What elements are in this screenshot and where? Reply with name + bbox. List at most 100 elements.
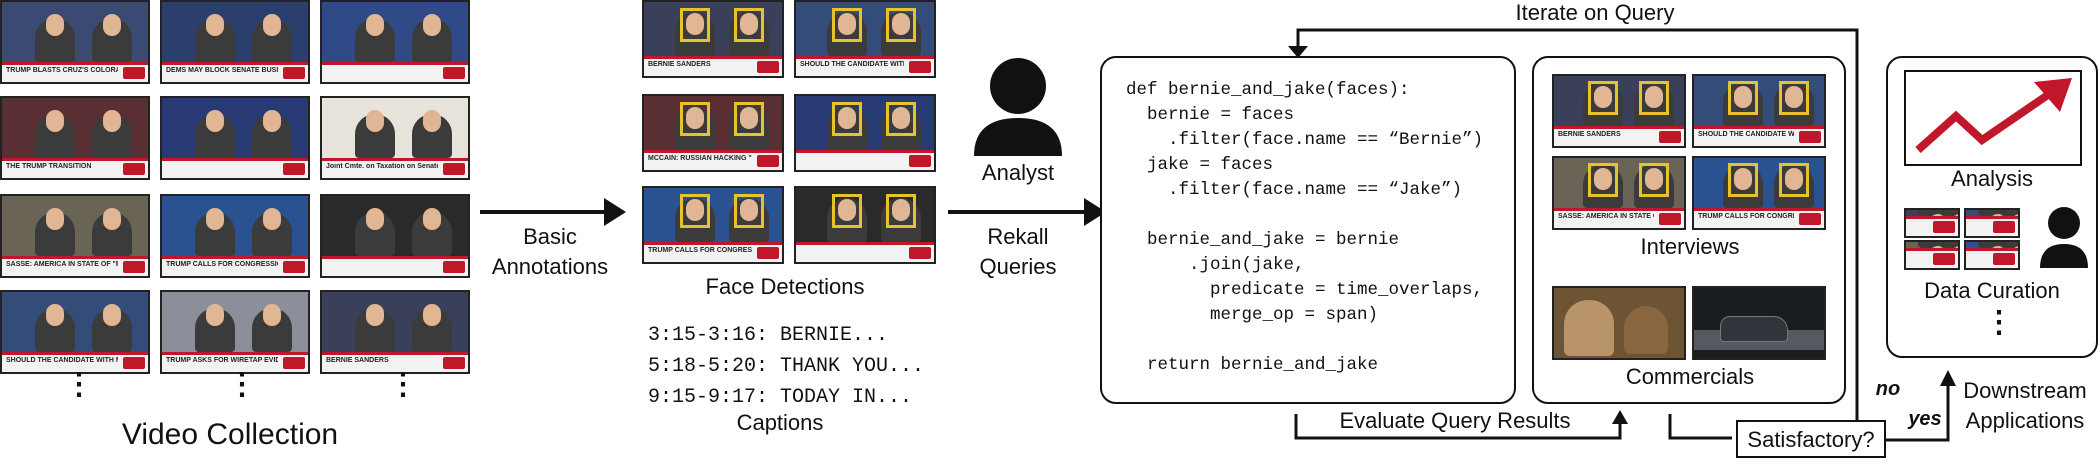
chyron-text: MCCAIN: RUSSIAN HACKING "DESERVES EXAMIN… [648,155,752,162]
guest-face [423,304,441,326]
network-logo [443,67,465,79]
commercial-1-scene [1564,300,1614,356]
anchor-face [366,14,384,36]
basic-annotations-label: Basic Annotations [491,224,609,279]
code-line: merge_op = span) [1126,305,1379,325]
video-col2-ellipsis: ⋮ [227,368,257,401]
news-chyron: BERNIE SANDERS [1554,126,1684,146]
arrow-basic-annotations [480,210,610,214]
anchor-face [206,208,224,230]
guest-face [1785,86,1803,108]
chyron-text: BERNIE SANDERS [648,61,711,68]
chyron-text: BERNIE SANDERS [326,357,389,364]
captions-label: Captions [736,410,824,435]
face-detections-label: Face Detections [705,274,865,299]
face-detection-box [680,194,710,228]
guest-face [263,208,281,230]
anchor-face [366,110,384,132]
arrow-rekall-queries [948,210,1090,214]
caption-line-2: 5:18-5:20: THANK YOU... [648,355,925,378]
news-chyron: TRUMP CALLS FOR CONGRESSIONAL TERM LIMIT… [162,256,308,276]
anchor-face [366,304,384,326]
news-chyron [1966,216,2018,236]
network-logo [909,61,931,73]
face-detection-box [1779,163,1809,197]
yes-label: yes [1908,408,1942,430]
news-chyron: TRUMP CALLS FOR CONGRESSIONAL TERM LIMIT… [644,242,782,262]
guest-face [1645,168,1663,190]
guest-face [263,304,281,326]
network-logo [283,163,305,175]
caption-line-3: 9:15-9:17: TODAY IN... [648,386,913,409]
chyron-text: TRUMP CALLS FOR CONGRESSIONAL TERM LIMIT… [1698,213,1794,220]
iterate-loop-arrow [1288,28,1859,445]
face-detection-box [886,194,916,228]
network-logo [1933,221,1955,233]
anchor-face [1594,168,1612,190]
network-logo [1799,213,1821,225]
network-logo [443,163,465,175]
guest-face [1785,168,1803,190]
anchor-face [686,199,704,221]
network-logo [283,261,305,273]
face-detection-box [832,102,862,136]
downstream-ellipsis: ⋮ [1984,306,2014,339]
network-logo [123,357,145,369]
curation-thumb [1964,208,2020,238]
news-chyron [162,158,308,178]
chyron-text: SHOULD THE CANDIDATE WITH MOST DELEGATES… [1698,131,1794,138]
caption-line-1: 3:15-3:16: BERNIE... [648,324,889,347]
interview-thumb: TRUMP CALLS FOR CONGRESSIONAL TERM LIMIT… [1692,156,1826,230]
code-line: .join(jake, [1126,255,1305,275]
video-col3-ellipsis: ⋮ [388,368,418,401]
network-logo [123,67,145,79]
chyron-text: SHOULD THE CANDIDATE WITH MOST DELEGATES… [800,61,904,68]
face-detection-thumb: MCCAIN: RUSSIAN HACKING "DESERVES EXAMIN… [642,94,784,172]
video-thumb: TRUMP ASKS FOR WIRETAP EVIDENCE, OFFERS … [160,290,310,374]
chyron-text: Joint Cmte. on Taxation on Senate Plan [326,163,438,170]
arrowhead-rekall-queries [1084,198,1106,226]
analyst-person-icon [974,58,1062,156]
code-line: jake = faces [1126,155,1274,175]
code-line: predicate = time_overlaps, [1126,280,1484,300]
network-logo [909,247,931,259]
guest-figure [2000,210,2018,216]
network-logo [1659,131,1681,143]
face-detection-thumb: SHOULD THE CANDIDATE WITH MOST DELEGATES… [794,0,936,78]
news-chyron: MCCAIN: RUSSIAN HACKING "DESERVES EXAMIN… [644,150,782,170]
downstream-panel: Analysis Data Curation ⋮ [1886,56,2098,358]
anchor-figure [1918,242,1958,248]
anchor-face [1594,86,1612,108]
news-chyron [1966,248,2018,268]
anchor-face [206,14,224,36]
chyron-text: BERNIE SANDERS [1558,131,1621,138]
guest-figure [1940,242,1958,248]
news-chyron [322,256,468,276]
face-detection-box [1588,163,1618,197]
anchor-face [206,304,224,326]
interview-thumb: SASSE: AMERICA IN STATE OF "PERPETUAL AD… [1552,156,1686,230]
guest-face [740,13,758,35]
news-chyron: TRUMP ASKS FOR WIRETAP EVIDENCE, OFFERS … [162,352,308,372]
face-detection-box [886,8,916,42]
face-detection-box [832,194,862,228]
news-chyron: BERNIE SANDERS [644,56,782,76]
anchor-face [366,208,384,230]
anchor-face [1734,86,1752,108]
analysis-label: Analysis [1951,166,2033,191]
network-logo [123,163,145,175]
chyron-text: TRUMP CALLS FOR CONGRESSIONAL TERM LIMIT… [166,261,278,268]
network-logo [443,357,465,369]
news-chyron [1906,248,1958,268]
commercials-label: Commercials [1625,364,1755,389]
guest-face [740,107,758,129]
face-detection-box [886,102,916,136]
guest-face [892,107,910,129]
guest-figure [1940,210,1958,216]
no-label: no [1875,378,1901,400]
anchor-face [838,107,856,129]
news-chyron: TRUMP BLASTS CRUZ'S COLORADO WIN A 'RIGG… [2,62,148,82]
yes-arrow [1886,370,1956,442]
guest-face [1645,86,1663,108]
face-detection-box [832,8,862,42]
